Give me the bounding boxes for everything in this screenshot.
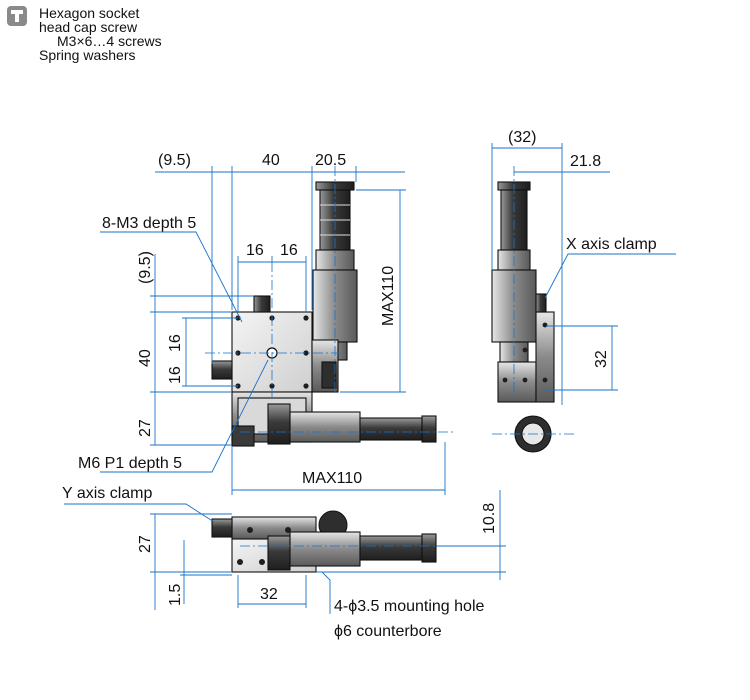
label-mounting-hole: 4-ϕ3.5 mounting hole [334,598,484,615]
header-line: head cap screw [39,19,138,35]
top-view-dimension-text: (9.5) 40 20.5 16 16 (9.5) 40 16 16 27 MA… [78,152,397,487]
dim-side-top-right: 21.8 [570,153,601,170]
dim-left-height: 40 [137,349,154,367]
dim-top-width: 40 [262,152,280,169]
top-view-stage [211,181,437,447]
dim-bottom-width: MAX110 [302,470,362,487]
dim-top-right: 20.5 [315,152,346,169]
front-view-text: 27 1.5 32 10.8 Y axis clamp 4-ϕ3.5 mount… [62,485,498,640]
dim-front-width: 32 [260,586,278,603]
dim-right-height: MAX110 [380,266,397,326]
screw-icon [7,6,27,26]
header-line: M3×6…4 screws [57,33,162,49]
header-line: Hexagon socket [39,5,140,21]
front-view-dimensions [64,490,506,614]
dim-front-bottom: 1.5 [167,584,184,606]
label-counterbore: ϕ6 counterbore [334,623,442,640]
dim-left-top: (9.5) [137,251,154,284]
dim-left-pitch-2: 16 [167,366,184,384]
dim-left-bottom: 27 [137,419,154,437]
dim-front-right: 10.8 [481,503,498,534]
label-x-clamp: X axis clamp [566,236,657,253]
dim-left-pitch-1: 16 [167,334,184,352]
front-view-stage [211,510,437,573]
dim-front-height: 27 [137,535,154,553]
dim-side-top: (32) [508,129,536,146]
side-view-centerlines [492,166,575,435]
dim-pitch-x1: 16 [246,242,264,259]
label-y-clamp: Y axis clamp [62,485,153,502]
side-view-dimensions [491,143,676,405]
label-center-hole: M6 P1 depth 5 [78,455,182,472]
dim-top-left: (9.5) [158,152,191,169]
dim-side-right: 32 [593,350,610,368]
side-view-text: (32) 21.8 32 X axis clamp [508,129,657,368]
dim-pitch-x2: 16 [280,242,298,259]
top-view-dimensions [100,166,446,495]
top-view-centerlines [205,166,455,433]
side-view-stage [491,181,555,453]
label-tapped-holes: 8-M3 depth 5 [102,215,196,232]
header-line: Spring washers [39,47,136,63]
